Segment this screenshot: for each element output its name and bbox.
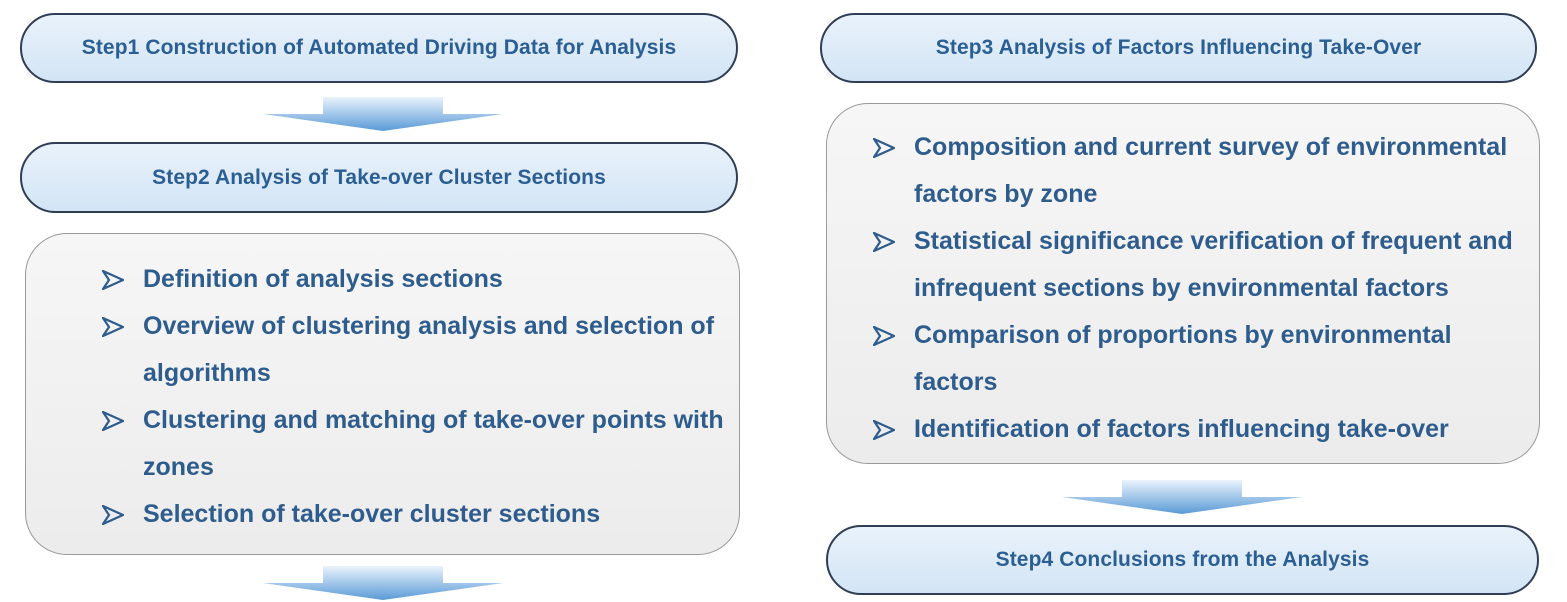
step2-label: Step2 Analysis of Take-over Cluster Sect… [152, 165, 606, 189]
step2-box: Step2 Analysis of Take-over Cluster Sect… [20, 142, 738, 213]
down-arrow-icon [1062, 480, 1302, 514]
step3-label: Step3 Analysis of Factors Influencing Ta… [935, 36, 1422, 59]
arrowhead-bullet-icon [102, 491, 124, 538]
list-item: Definition of analysis sections [102, 256, 727, 303]
list-item-text: Comparison of proportions by environment… [914, 321, 1452, 396]
arrowhead-bullet-icon [102, 256, 124, 303]
list-item-text: Identification of factors influencing ta… [914, 415, 1449, 443]
step3-box: Step3 Analysis of Factors Influencing Ta… [820, 13, 1537, 83]
list-item: Identification of factors influencing ta… [873, 406, 1523, 453]
step4-box: Step4 Conclusions from the Analysis [826, 525, 1539, 595]
list-item: Comparison of proportions by environment… [873, 312, 1523, 406]
list-item: Statistical significance verification of… [873, 218, 1523, 312]
down-arrow-icon [263, 97, 503, 131]
arrowhead-bullet-icon [873, 406, 895, 453]
list-item-text: Statistical significance verification of… [914, 227, 1513, 302]
step1-box: Step1 Construction of Automated Driving … [20, 13, 738, 83]
list-item-text: Clustering and matching of take-over poi… [143, 406, 724, 481]
list-item: Overview of clustering analysis and sele… [102, 303, 727, 397]
list-item-text: Overview of clustering analysis and sele… [143, 312, 715, 387]
step3-details-list: Composition and current survey of enviro… [873, 124, 1523, 453]
step2-details-list: Definition of analysis sections Overview… [102, 256, 727, 538]
arrowhead-bullet-icon [873, 218, 895, 265]
list-item: Selection of take-over cluster sections [102, 491, 727, 538]
list-item-text: Composition and current survey of enviro… [914, 133, 1508, 208]
step1-label: Step1 Construction of Automated Driving … [81, 36, 677, 59]
arrowhead-bullet-icon [102, 397, 124, 444]
list-item-text: Selection of take-over cluster sections [143, 500, 601, 528]
step4-label: Step4 Conclusions from the Analysis [995, 548, 1370, 571]
step2-details-box: Definition of analysis sections Overview… [25, 233, 740, 555]
arrowhead-bullet-icon [873, 124, 895, 171]
list-item-text: Definition of analysis sections [143, 265, 503, 293]
arrowhead-bullet-icon [102, 303, 124, 350]
down-arrow-icon [263, 566, 503, 600]
list-item: Composition and current survey of enviro… [873, 124, 1523, 218]
list-item: Clustering and matching of take-over poi… [102, 397, 727, 491]
step3-details-box: Composition and current survey of enviro… [826, 103, 1540, 464]
arrowhead-bullet-icon [873, 312, 895, 359]
